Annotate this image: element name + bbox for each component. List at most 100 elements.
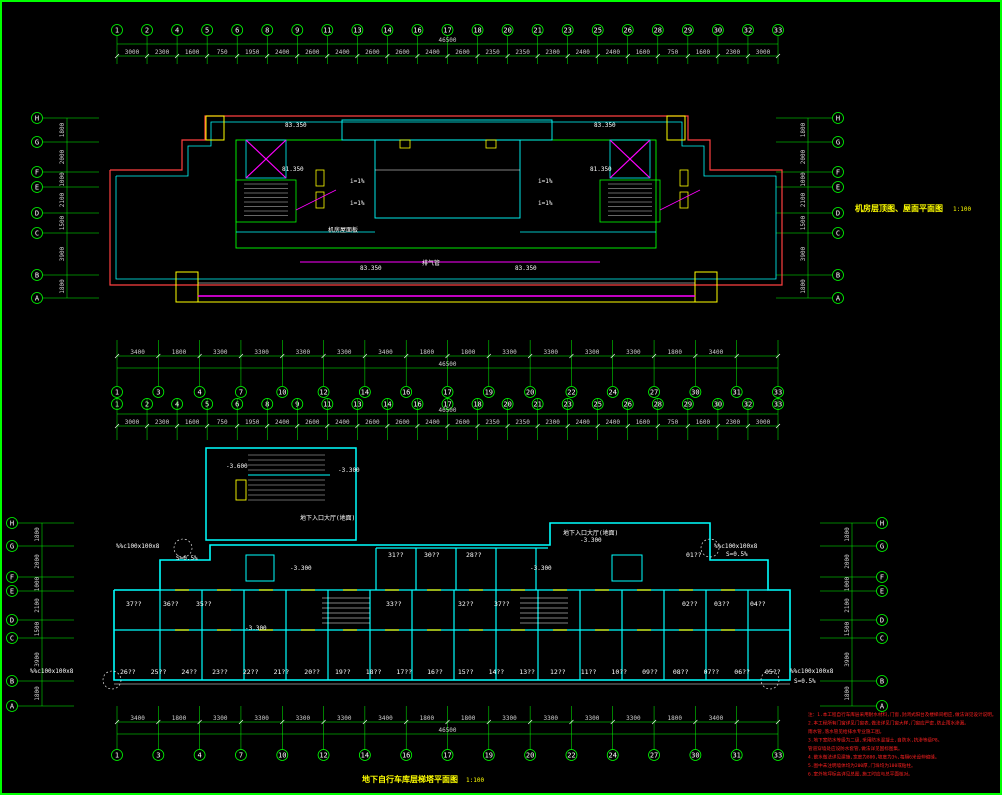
- room-label: 35??: [196, 600, 212, 608]
- top-plan-side-dim-right: 2000: [800, 149, 807, 164]
- bottom-plan-row-left-F-circle: [6, 571, 18, 583]
- room-label: 22??: [243, 668, 259, 676]
- room-label: 12??: [550, 668, 566, 676]
- top-plan-upper-axis-2-circle: [141, 24, 153, 36]
- top-plan-upper-dim-mark: [655, 53, 661, 59]
- bottom-plan-upper-dim-mark: [535, 423, 540, 429]
- room-label: 28??: [466, 551, 482, 559]
- bottom-plan-upper-dim-mark: [745, 423, 751, 429]
- top-plan-upper-axis-26-label: 26: [624, 27, 632, 35]
- top-plan-upper-dim-value: 2350: [485, 49, 500, 56]
- bottom-plan-row-left-F-label: F: [10, 574, 14, 582]
- bottom-plan-lower-dim-value: 3300: [626, 715, 641, 722]
- top-plan-row-left-G-circle: [31, 136, 43, 148]
- bottom-plan-row-left-G-label: G: [10, 543, 14, 551]
- top-plan-upper-dim-mark: [595, 53, 600, 59]
- top-plan-upper-total-value: 46500: [438, 37, 456, 44]
- bottom-plan-lower-axis-7-label: 7: [239, 752, 243, 760]
- top-plan-row-right-C-label: C: [836, 230, 840, 238]
- top-plan-side-dim-left: 2000: [59, 149, 66, 164]
- top-plan-lower-axis-31-label: 31: [732, 389, 740, 397]
- top-plan-lower-axis-7-circle: [235, 386, 247, 398]
- roof-outline-inner: [115, 121, 777, 280]
- top-plan-lower-dim-value: 1800: [172, 349, 187, 356]
- top-plan-upper-axis-5-circle: [201, 24, 214, 36]
- bottom-plan-lower-dim-mark: [321, 719, 326, 725]
- top-plan-upper-dim-value: 2600: [455, 49, 470, 56]
- top-plan-row-right-H-circle: [832, 112, 844, 124]
- room-label: 07??: [704, 668, 720, 676]
- bottom-plan-lower-axis-22-label: 22: [567, 752, 575, 760]
- bottom-plan-upper-dim-value: 2600: [395, 419, 410, 426]
- top-plan-lower-dim-mark: [610, 353, 615, 359]
- top-plan-lower-dim-value: 3300: [626, 349, 641, 356]
- top-plan-upper-dim-mark: [445, 53, 450, 59]
- elevation-label: -3.300: [290, 565, 312, 572]
- top-plan-upper-dim-value: 2400: [335, 49, 350, 56]
- room-label: 21??: [274, 668, 290, 676]
- top-plan-lower-axis-1-label: 1: [115, 389, 119, 397]
- bottom-plan-lower-total-value: 46500: [438, 727, 456, 734]
- top-plan-row-left-B-label: B: [35, 272, 39, 280]
- elevation-label: 83.350: [360, 265, 382, 272]
- top-plan-lower-dim-value: 3300: [296, 349, 311, 356]
- room-label: 33??: [386, 600, 402, 608]
- garage-outline: [113, 522, 791, 681]
- bottom-plan-side-dim-right: 2000: [844, 554, 851, 569]
- top-plan-upper-dim-mark: [385, 53, 390, 59]
- bottom-plan-lower-dim-value: 1800: [172, 715, 187, 722]
- bottom-plan-upper-dim-mark: [295, 423, 300, 429]
- bottom-plan-lower-dim-value: 3300: [213, 715, 228, 722]
- top-plan-lower-axis-30-circle: [689, 386, 702, 398]
- top-plan-lower-axis-20-label: 20: [526, 389, 534, 397]
- top-plan-lower-dim-mark: [321, 353, 326, 359]
- top-plan-side-dim-left: 2100: [59, 192, 66, 207]
- bottom-plan-lower-dim-mark: [197, 719, 202, 725]
- elevation-label: 83.350: [515, 265, 537, 272]
- bottom-plan-lower-dim-value: 3300: [254, 715, 269, 722]
- top-plan-row-right-E-label: E: [836, 184, 840, 192]
- bottom-plan-side-dim-right: 1800: [844, 686, 851, 701]
- top-plan-upper-dim-mark: [535, 53, 540, 59]
- bottom-plan-row-left-D-circle: [6, 614, 18, 626]
- bottom-plan-upper-dim-value: 2400: [606, 419, 621, 426]
- bottom-plan-side-dim-right: 2100: [844, 598, 851, 613]
- top-plan-upper-axis-6-circle: [231, 24, 244, 36]
- top-plan-upper-axis-32-label: 32: [744, 27, 752, 35]
- bottom-plan-upper-dim-value: 3000: [125, 419, 140, 426]
- bottom-plan-side-dim-left: 1000: [34, 576, 41, 591]
- room-label: 20??: [304, 668, 320, 676]
- room-label: 14??: [489, 668, 505, 676]
- top-plan-lower-axis-31-circle: [730, 386, 743, 398]
- top-plan-scale: 1:100: [953, 206, 971, 213]
- top-plan-row-left-A-label: A: [35, 295, 40, 303]
- door-left: [315, 169, 325, 187]
- top-plan-upper-dim-mark: [475, 53, 480, 59]
- top-plan-lower-dim-value: 3300: [585, 349, 600, 356]
- bottom-plan-upper-dim-value: 750: [217, 419, 228, 426]
- door-left: [315, 191, 325, 209]
- top-plan-lower-axis-20-circle: [524, 386, 537, 398]
- bottom-plan-upper-dim-value: 1600: [636, 419, 651, 426]
- bottom-plan-upper-dim-mark: [715, 423, 721, 429]
- top-plan-upper-axis-23-circle: [561, 24, 574, 36]
- tower-door: [235, 479, 247, 501]
- top-plan-upper-dim-value: 2600: [395, 49, 410, 56]
- top-plan-upper-axis-9-circle: [291, 24, 304, 36]
- bottom-plan-lower-dim-mark: [362, 719, 368, 725]
- bottom-plan-lower-dim-mark: [527, 719, 533, 725]
- bottom-plan-lower-dim-value: 3400: [130, 715, 145, 722]
- top-plan-upper-dim-value: 2300: [155, 49, 170, 56]
- annotation-label: 排气管: [422, 259, 440, 267]
- top-plan-upper-axis-21-circle: [531, 24, 544, 36]
- bottom-plan-lower-axis-30-label: 30: [691, 752, 699, 760]
- bottom-plan-side-dim-right: 1800: [844, 527, 851, 542]
- bottom-plan-lower-dim-mark: [569, 719, 574, 725]
- top-plan-row-right-B-circle: [832, 269, 844, 281]
- bottom-plan-lower-axis-19-label: 19: [485, 752, 493, 760]
- top-plan-upper-axis-28-circle: [651, 24, 664, 36]
- elevation-label: 81.350: [282, 166, 304, 173]
- room-label: 17??: [396, 668, 412, 676]
- room-label: 04??: [750, 600, 766, 608]
- bottom-plan-upper-dim-value: 2400: [275, 419, 290, 426]
